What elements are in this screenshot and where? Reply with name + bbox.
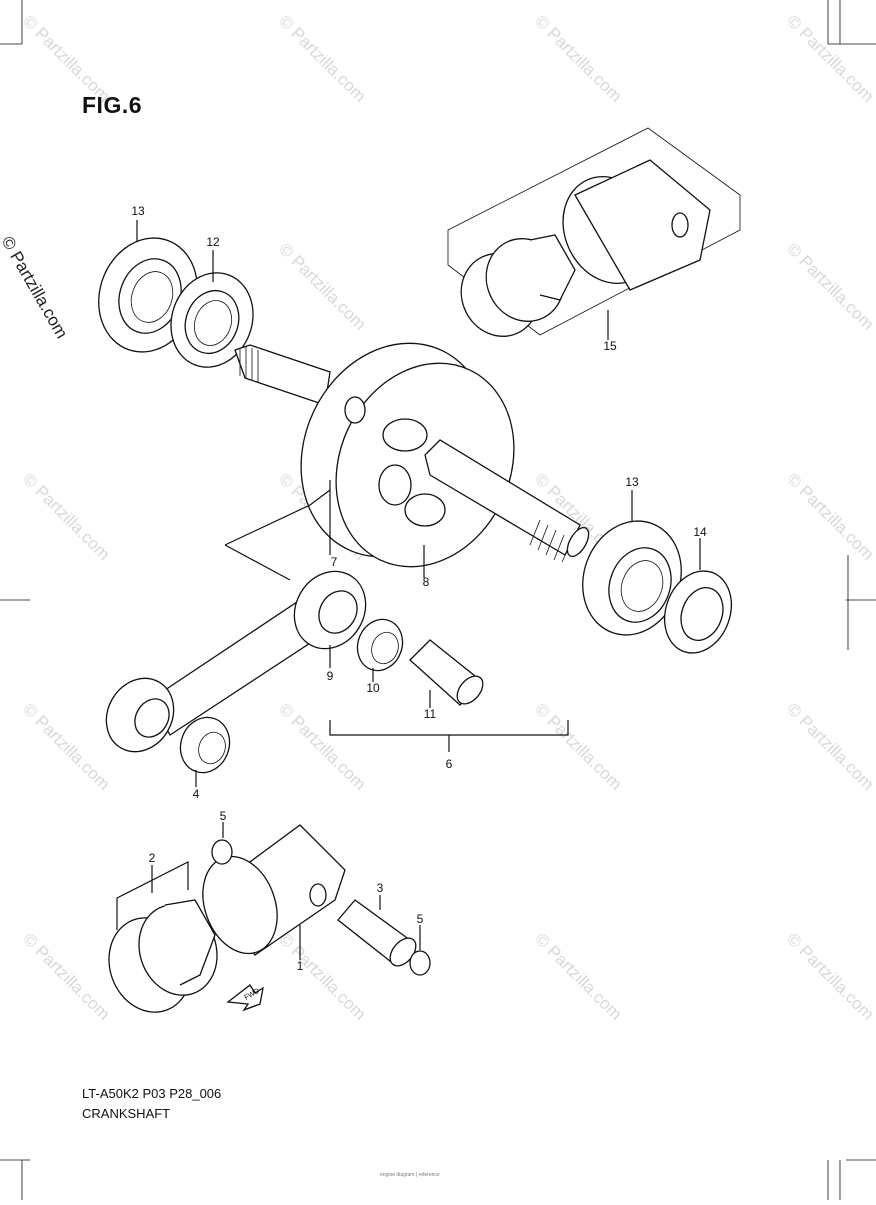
callout-13-upper: 13: [131, 204, 145, 218]
callout-6: 6: [446, 757, 453, 771]
watermark: © Partzilla.com: [783, 11, 876, 105]
watermark: © Partzilla.com: [783, 239, 876, 333]
watermark: © Partzilla.com: [275, 699, 369, 793]
model-code: LT-A50K2 P03 P28_006: [82, 1086, 222, 1101]
piston-pin: [337, 899, 417, 967]
callout-5-lower: 5: [417, 912, 424, 926]
callout-labels: 13 12 15 7 8 13 14 9 10 11 6 4 5 2 3 5 1: [131, 204, 707, 973]
piston-set-frame: [447, 127, 741, 337]
watermark: © Partzilla.com: [531, 929, 625, 1023]
crankshaft-right-shaft: [424, 439, 590, 563]
callout-5-upper: 5: [220, 809, 227, 823]
crankshaft-flywheel: [300, 342, 515, 568]
callout-13-right: 13: [625, 475, 639, 489]
callout-15: 15: [603, 339, 617, 353]
needle-bearing-4: [179, 716, 231, 774]
circlip-lower: [409, 950, 431, 976]
leader-lines: [116, 220, 701, 960]
callout-11: 11: [424, 707, 437, 721]
section-name: CRANKSHAFT: [82, 1106, 171, 1121]
watermark: © Partzilla.com: [275, 239, 369, 333]
watermark: © Partzilla.com: [275, 929, 369, 1023]
callout-10: 10: [366, 681, 380, 695]
callout-3: 3: [377, 881, 384, 895]
watermark: © Partzilla.com: [275, 11, 369, 105]
oil-seal-upper: [170, 272, 254, 368]
watermark: © Partzilla.com: [19, 699, 113, 793]
callout-9: 9: [327, 669, 334, 683]
callout-1: 1: [297, 959, 304, 973]
callout-12: 12: [206, 235, 220, 249]
callout-7: 7: [331, 555, 338, 569]
watermark: © Partzilla.com: [783, 699, 876, 793]
crankshaft-left-shaft: [234, 344, 331, 406]
footer-note: engine diagram | reference: [380, 1172, 440, 1178]
watermark: © Partzilla.com: [19, 469, 113, 563]
callout-4: 4: [193, 787, 200, 801]
connecting-rod: [105, 570, 367, 753]
callout-8: 8: [423, 575, 430, 589]
circlip-upper: [211, 839, 233, 865]
needle-bearing-10: [356, 618, 404, 672]
watermark: © Partzilla.com: [531, 11, 625, 105]
piston-assembly: [108, 824, 346, 1013]
watermark: © Partzilla.com: [531, 699, 625, 793]
fwd-arrow-icon: FWD: [226, 984, 264, 1012]
oil-seal-right: [664, 570, 732, 654]
callout-2: 2: [149, 851, 156, 865]
watermark: © Partzilla.com: [19, 929, 113, 1023]
bearing-right: [582, 520, 682, 636]
watermark: © Partzilla.com: [783, 469, 876, 563]
watermark: © Partzilla.com: [783, 929, 876, 1023]
figure-title: FIG.6: [82, 92, 143, 118]
crank-pin: [409, 639, 484, 706]
callout-14: 14: [693, 525, 707, 539]
